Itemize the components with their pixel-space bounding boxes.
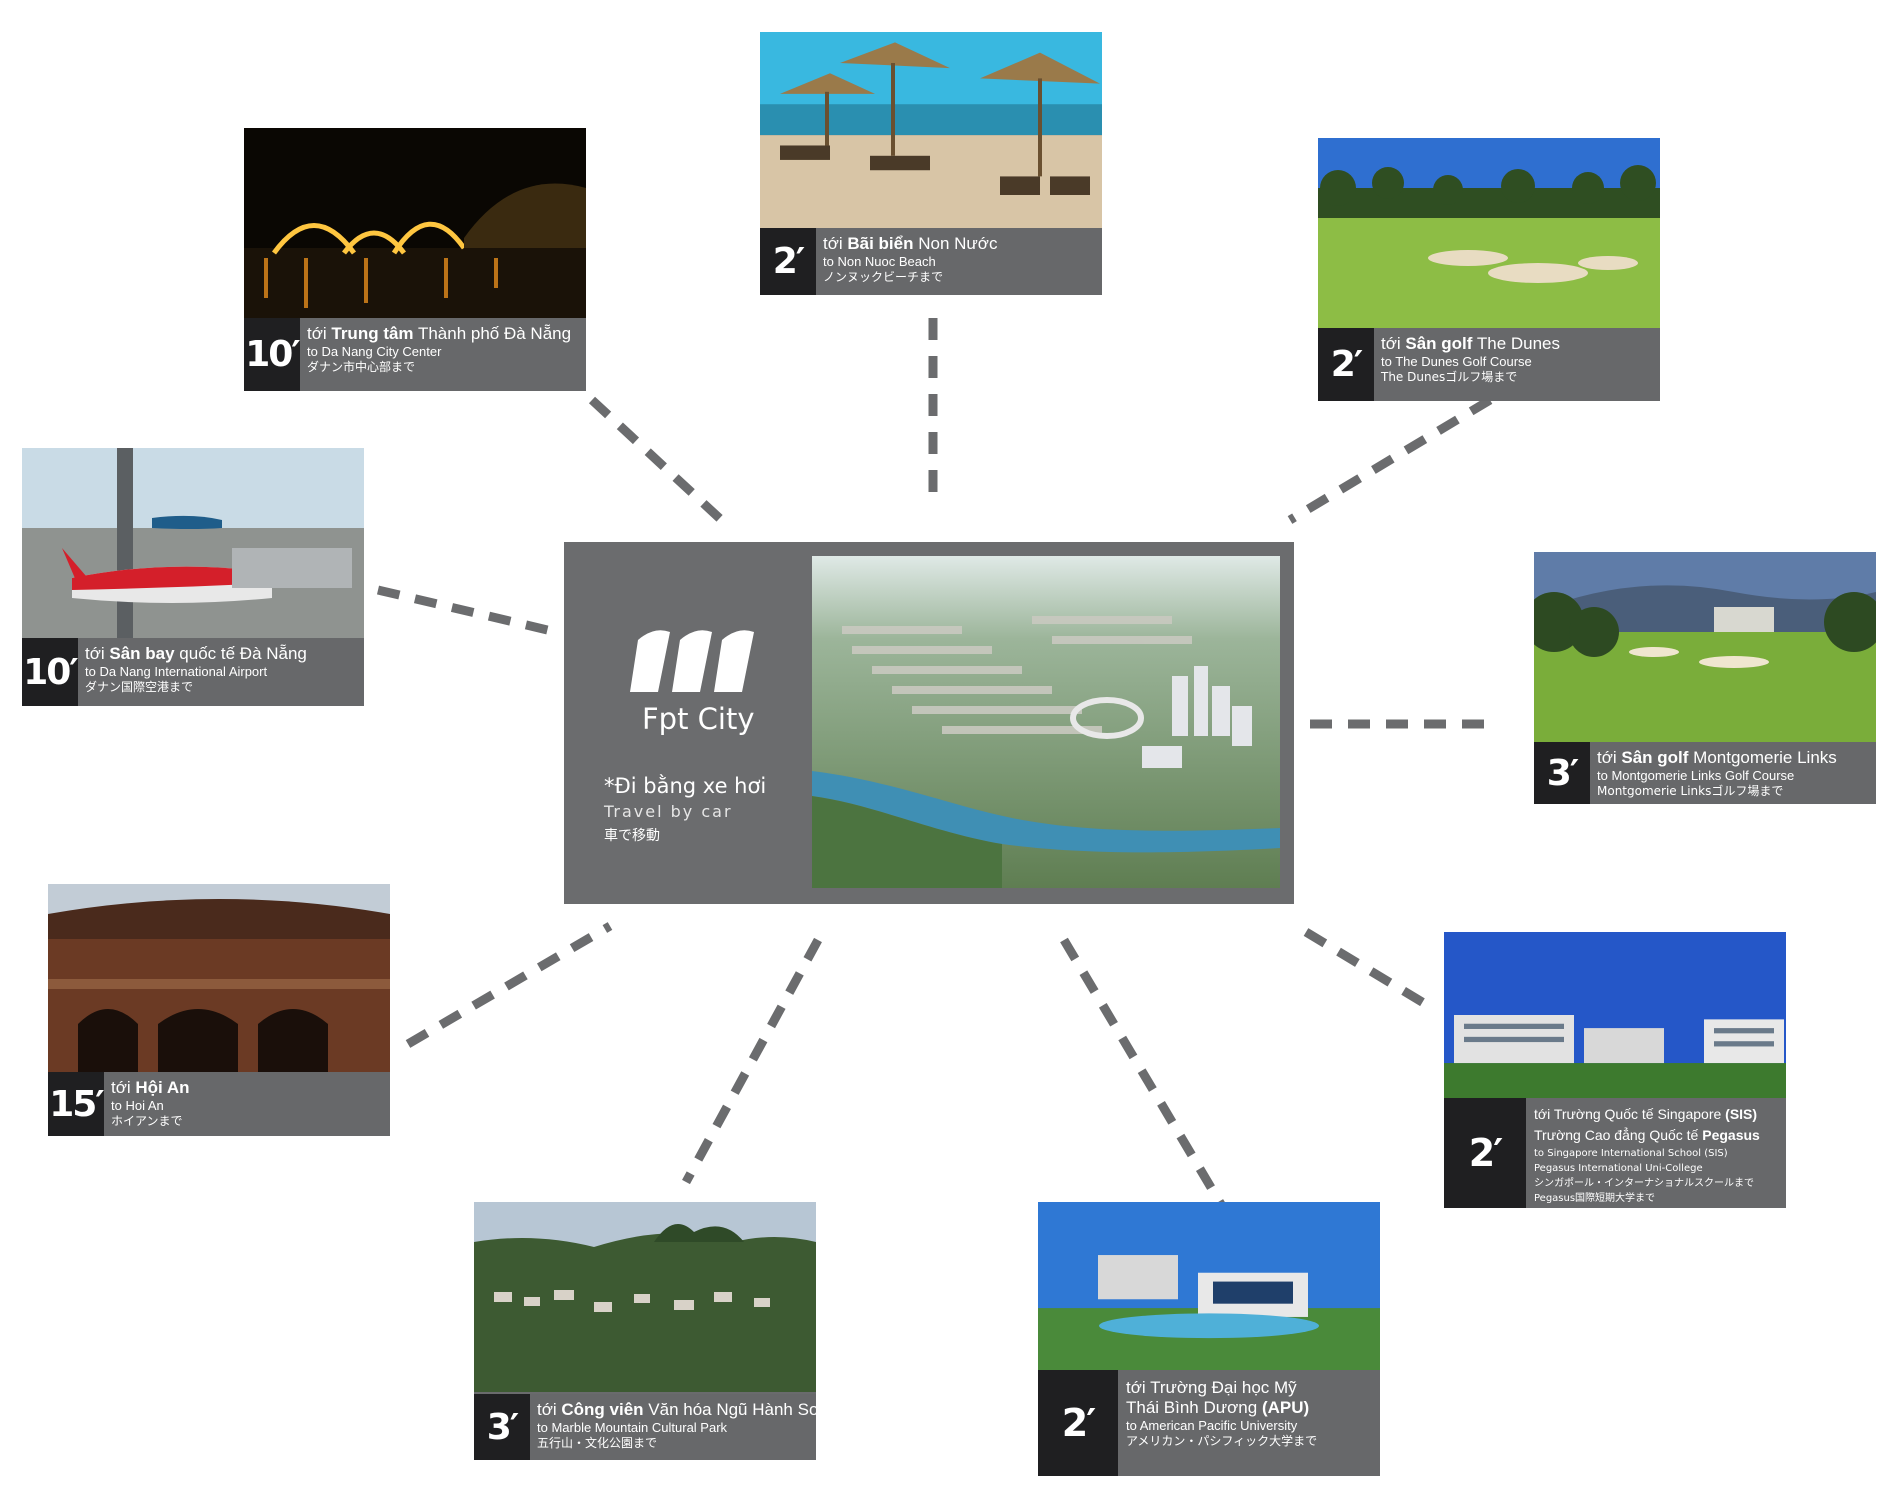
ja-name: 五行山・文化公園まで (537, 1436, 658, 1450)
airport-photo (22, 448, 364, 638)
dunes-golf-photo (1318, 138, 1660, 328)
ja-name: ダナン市中心部まで (307, 360, 416, 374)
en-name: to Marble Mountain Cultural Park (537, 1420, 728, 1435)
en-name-2: Pegasus International Uni-College (1534, 1163, 1703, 1174)
vi-name-line1: tới Trường Quốc tế Singapore (SIS) (1534, 1106, 1758, 1122)
en-name: to American Pacific University (1126, 1418, 1298, 1433)
en-name: to Non Nuoc Beach (823, 254, 936, 269)
en-name: to Da Nang International Airport (85, 664, 268, 679)
caption: 10′ tới Trung tâm Thành phố Đà Nẵng to D… (244, 318, 586, 391)
beach-photo (760, 32, 1102, 228)
fpt-logo-icon (630, 630, 754, 692)
destination-city-center: 10′ tới Trung tâm Thành phố Đà Nẵng to D… (244, 128, 586, 391)
travel-time: 10′ (22, 638, 79, 706)
ja-name-1: シンガポール・インターナショナルスクールまで (1534, 1178, 1754, 1189)
vi-name: tới Sân golf The Dunes (1381, 334, 1561, 353)
travel-time: 2′ (1038, 1370, 1118, 1476)
vi-name-line2: Thái Bình Dương (APU) (1126, 1398, 1310, 1417)
destination-sis: 2′ tới Trường Quốc tế Singapore (SIS) Tr… (1444, 932, 1786, 1208)
destination-beach: 2′ tới Bãi biển Non Nước to Non Nuoc Bea… (760, 32, 1102, 295)
destination-apu: 2′ tới Trường Đại học Mỹ Thái Bình Dương… (1038, 1202, 1380, 1476)
ja-name: ノンヌックビーチまで (823, 270, 944, 284)
travel-time: 2′ (1444, 1098, 1526, 1208)
city-night-photo (244, 128, 586, 318)
caption: 3′ tới Sân golf Montgomerie Links to Mon… (1534, 742, 1876, 804)
brand-name: Fpt City (642, 702, 755, 736)
caption: 2′ tới Trường Đại học Mỹ Thái Bình Dương… (1038, 1370, 1380, 1476)
en-name: to Hoi An (111, 1098, 164, 1113)
ja-name-2: Pegasus国際短期大学まで (1534, 1193, 1656, 1204)
ja-name: ホイアンまで (111, 1114, 183, 1128)
caption: 2′ tới Bãi biển Non Nước to Non Nuoc Bea… (760, 228, 1102, 295)
vi-name-line2: Trường Cao đẳng Quốc tế Pegasus (1534, 1127, 1760, 1143)
ja-name: アメリカン・パシフィック大学まで (1126, 1434, 1318, 1448)
fpt-city-panel: Fpt City *Đi bằng xe hơi Travel by car 車… (564, 542, 1294, 904)
sis-campus-photo (1444, 932, 1786, 1098)
vi-name: tới Sân golf Montgomerie Links (1597, 748, 1837, 767)
destination-hoi-an: 15′ tới Hội An to Hoi An ホイアンまで (48, 884, 390, 1136)
ja-name: The Dunesゴルフ場まで (1381, 370, 1518, 384)
aerial-city-image (812, 556, 1280, 888)
ja-name: ダナン国際空港まで (85, 680, 194, 694)
travel-time: 2′ (760, 228, 816, 295)
destination-dunes-golf: 2′ tới Sân golf The Dunes to The Dunes G… (1318, 138, 1660, 401)
vi-name: tới Sân bay quốc tế Đà Nẵng (85, 644, 307, 663)
caption: 2′ tới Sân golf The Dunes to The Dunes G… (1318, 328, 1660, 401)
en-name: to The Dunes Golf Course (1381, 354, 1532, 369)
travel-label-vi: *Đi bằng xe hơi (604, 774, 767, 798)
travel-time: 3′ (474, 1394, 530, 1460)
destination-marble-mountain: 3′ tới Công viên Văn hóa Ngũ Hành Sơn to… (474, 1202, 816, 1460)
travel-label-en: Travel by car (604, 802, 733, 821)
destination-airport: 10′ tới Sân bay quốc tế Đà Nẵng to Da Na… (22, 448, 364, 706)
apu-campus-photo (1038, 1202, 1380, 1370)
travel-time: 15′ (48, 1072, 105, 1136)
ja-name: Montgomerie Linksゴルフ場まで (1597, 784, 1784, 798)
en-name: to Da Nang City Center (307, 344, 442, 359)
caption: 10′ tới Sân bay quốc tế Đà Nẵng to Da Na… (22, 638, 364, 706)
vi-name: tới Bãi biển Non Nước (823, 234, 998, 253)
travel-label-ja: 車で移動 (604, 828, 660, 844)
vi-name: tới Hội An (111, 1078, 190, 1097)
destination-montgomerie-golf: 3′ tới Sân golf Montgomerie Links to Mon… (1534, 552, 1876, 804)
en-name: to Montgomerie Links Golf Course (1597, 768, 1795, 783)
hoi-an-bridge-photo (48, 884, 390, 1074)
travel-time: 2′ (1318, 328, 1374, 401)
caption: 3′ tới Công viên Văn hóa Ngũ Hành Sơn to… (474, 1394, 816, 1460)
travel-time: 10′ (244, 318, 301, 391)
marble-mountain-photo (474, 1202, 816, 1392)
montgomerie-golf-photo (1534, 552, 1876, 742)
vi-name: tới Trung tâm Thành phố Đà Nẵng (307, 324, 572, 343)
en-name-1: to Singapore International School (SIS) (1534, 1148, 1728, 1159)
caption: 2′ tới Trường Quốc tế Singapore (SIS) Tr… (1444, 1098, 1786, 1208)
travel-time: 3′ (1534, 742, 1590, 804)
vi-name-line1: tới Trường Đại học Mỹ (1126, 1378, 1297, 1397)
vi-name: tới Công viên Văn hóa Ngũ Hành Sơn (537, 1400, 816, 1419)
caption: 15′ tới Hội An to Hoi An ホイアンまで (48, 1072, 390, 1136)
